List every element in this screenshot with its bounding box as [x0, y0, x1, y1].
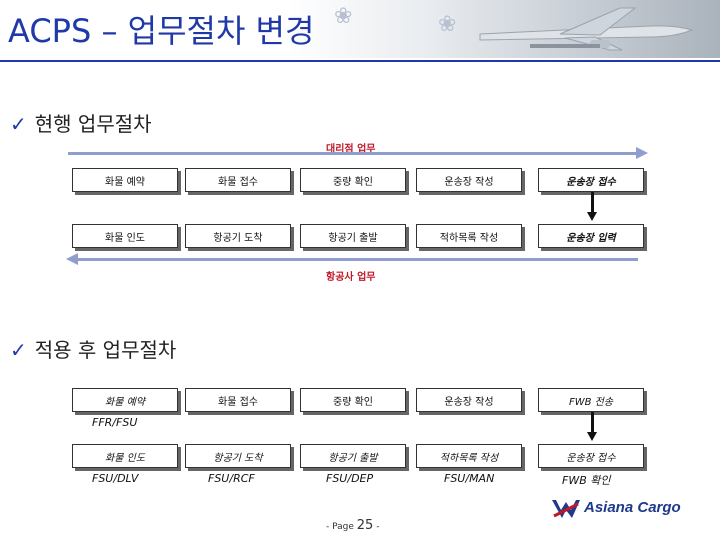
process-box: 화물 인도 [72, 444, 178, 468]
agent-arrow [68, 152, 638, 155]
page-prefix: - Page [326, 522, 354, 532]
page-num: 25 [356, 518, 374, 533]
process-box: 화물 접수 [185, 168, 291, 192]
page-suffix: - [376, 522, 380, 532]
airplane-image [479, 7, 694, 51]
message-code: FSU/DLV [92, 472, 139, 485]
process-box: 항공기 도착 [185, 444, 291, 468]
process-box: 화물 예약 [72, 168, 178, 192]
message-code: FWB 확인 [562, 474, 611, 487]
process-box: 운송장 작성 [416, 388, 522, 412]
connector-line [591, 412, 594, 433]
process-box: 화물 접수 [185, 388, 291, 412]
slide-header: ❀ ❀ ACPS – 업무절차 변경 [0, 0, 720, 58]
process-box: 운송장 작성 [416, 168, 522, 192]
process-box: 운송장 접수 [538, 168, 644, 192]
message-code: FSU/DEP [326, 472, 374, 485]
process-box: 중량 확인 [300, 388, 406, 412]
airline-arrow [76, 258, 638, 261]
process-box: 항공기 출발 [300, 224, 406, 248]
section-heading-current: ✓ 현행 업무절차 [10, 108, 152, 137]
connector-line [591, 192, 594, 213]
message-code: FSU/RCF [208, 472, 255, 485]
agent-work-label: 대리점 업무 [326, 144, 376, 155]
process-box: 운송장 입력 [538, 224, 644, 248]
process-box: 운송장 접수 [538, 444, 644, 468]
asiana-cargo-logo: Asiana Cargo [550, 496, 700, 524]
arrow-down-icon [587, 432, 597, 441]
arrow-right-icon [636, 147, 648, 159]
airline-work-label: 항공사 업무 [326, 272, 376, 283]
process-box: 적하목록 작성 [416, 224, 522, 248]
process-box: FWB 전송 [538, 388, 644, 412]
check-icon: ✓ [10, 338, 27, 362]
process-box: 적하목록 작성 [416, 444, 522, 468]
arrow-left-icon [66, 253, 78, 265]
process-box: 항공기 도착 [185, 224, 291, 248]
section-heading-after: ✓ 적용 후 업무절차 [10, 334, 176, 363]
process-box: 화물 인도 [72, 224, 178, 248]
process-box: 항공기 출발 [300, 444, 406, 468]
slide-title: ACPS – 업무절차 변경 [8, 12, 315, 50]
ornament-icon: ❀ [438, 12, 457, 37]
title-divider [0, 60, 720, 62]
message-code: FFR/FSU [92, 416, 138, 429]
logo-mark-icon [552, 500, 580, 518]
section-heading-text: 현행 업무절차 [34, 112, 152, 136]
process-box: 중량 확인 [300, 168, 406, 192]
arrow-down-icon [587, 212, 597, 221]
ornament-icon: ❀ [334, 4, 353, 29]
section-heading-text: 적용 후 업무절차 [34, 338, 177, 362]
page-number: - Page 25 - [326, 518, 379, 533]
process-box: 화물 예약 [72, 388, 178, 412]
message-code: FSU/MAN [444, 472, 495, 485]
logo-text: Asiana Cargo [584, 499, 681, 516]
check-icon: ✓ [10, 112, 27, 136]
